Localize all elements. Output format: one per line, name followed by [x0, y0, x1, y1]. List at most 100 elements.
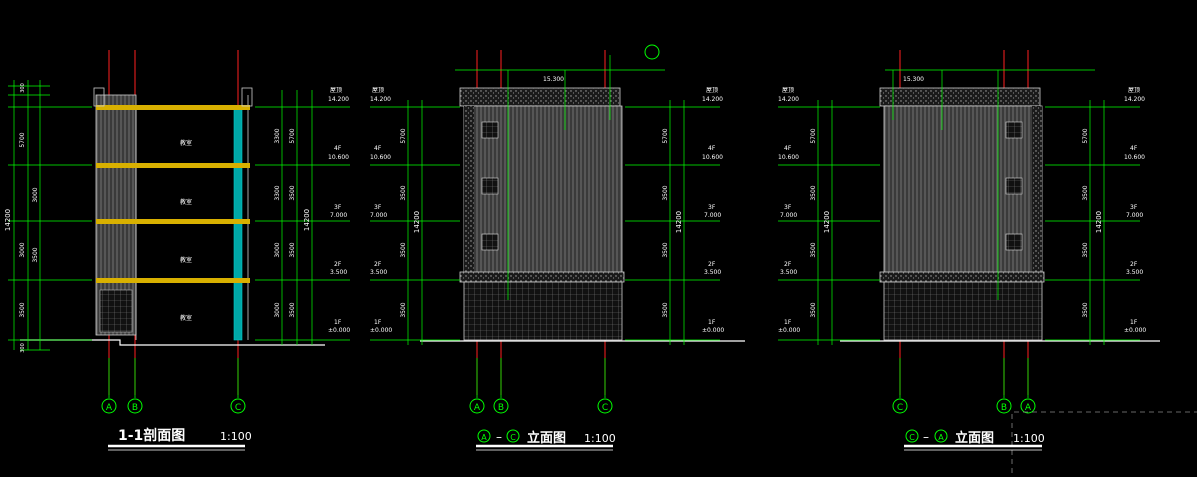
- slab-2f: [96, 278, 250, 283]
- ca-l-2f-name: 2F: [784, 261, 792, 268]
- ca-axis-bubble-a: [1020, 398, 1036, 414]
- ca-title-from: C: [909, 433, 915, 442]
- ac-l-4f-elev: 10.600: [370, 154, 391, 161]
- section-ground-window: [99, 289, 133, 333]
- ac-title-dash: –: [496, 430, 502, 444]
- parapet-left: [93, 87, 105, 107]
- section-total-height: 14200: [4, 209, 12, 231]
- ca-axis-label-a: A: [1025, 403, 1032, 413]
- section-left-dim-4: 3000: [32, 187, 39, 202]
- ca-ground-facade: [883, 281, 1043, 341]
- ca-axis-bubble-b: [996, 398, 1012, 414]
- ca-roof-band: [879, 87, 1041, 107]
- section-level-1f-name: 1F: [334, 319, 342, 326]
- ca-l-roof-name: 屋顶: [782, 87, 794, 94]
- ac-axis-label-c: C: [602, 403, 608, 413]
- ac-right-dim-1: 3500: [662, 302, 669, 317]
- ca-axis-bubble-c: [892, 398, 908, 414]
- ac-left-dim-1: 3500: [400, 302, 407, 317]
- ca-right-dim-3: 3500: [1082, 185, 1089, 200]
- section-left-dimensions: [8, 80, 92, 351]
- ca-right-total: 14200: [1095, 211, 1103, 233]
- ca-right-dim-2: 3500: [1082, 242, 1089, 257]
- ac-title-bubble-to: [506, 429, 520, 443]
- ac-axis-bubble-a: [469, 398, 485, 414]
- section-scale: 1:100: [220, 430, 252, 443]
- ac-mid-band: [459, 271, 625, 283]
- ac-r-1f-name: 1F: [708, 319, 716, 326]
- ac-title-text: 立面图: [527, 430, 566, 446]
- ac-r-roof-name: 屋顶: [706, 87, 718, 94]
- ca-r-1f-elev: ±0.000: [1124, 327, 1146, 334]
- ca-l-1f-name: 1F: [784, 319, 792, 326]
- ca-l-4f-name: 4F: [784, 145, 792, 152]
- room-label-2f: 教室: [180, 256, 192, 264]
- section-level-1f-elev: ±0.000: [328, 327, 350, 334]
- elevation-a-c-view: 15.300 3500 3500 3500 5700 14200 3500 35…: [370, 44, 745, 451]
- section-view: 教室 教室 教室 教室 14200 300 3500 3000 3000 350…: [4, 50, 350, 451]
- ac-l-1f-elev: ±0.000: [370, 327, 392, 334]
- ac-axis-label-a: A: [474, 403, 481, 413]
- ac-left-dim-3: 3500: [400, 185, 407, 200]
- ca-left-dimensions: [778, 100, 880, 345]
- section-right-inner-3: 3300: [274, 185, 281, 200]
- ca-title-to: A: [938, 433, 944, 442]
- ac-right-total: 14200: [675, 211, 683, 233]
- ac-right-dim-2: 3500: [662, 242, 669, 257]
- section-axis-label-a: A: [106, 403, 113, 413]
- ac-right-dim-3: 3500: [662, 185, 669, 200]
- ca-r-2f-name: 2F: [1130, 261, 1138, 268]
- ca-r-roof-elev: 14.200: [1124, 96, 1145, 103]
- section-level-markers: 屋顶 14.200 4F 10.600 3F 7.000 2F 3.500 1F…: [328, 87, 350, 334]
- room-label-3f: 教室: [180, 198, 192, 206]
- ac-detail-callout: [644, 44, 660, 60]
- ac-r-1f-elev: ±0.000: [702, 327, 724, 334]
- section-level-4f-name: 4F: [334, 145, 342, 152]
- ca-l-3f-elev: 7.000: [780, 212, 797, 219]
- section-left-dim-2: 3500: [19, 302, 26, 317]
- section-level-4f-elev: 10.600: [328, 154, 349, 161]
- section-axis-bubble-a: [101, 398, 117, 414]
- ac-axis-bubble-c: [597, 398, 613, 414]
- elevation-c-a-view: 15.300 3500 3500 3500 5700 14200 3500 35…: [778, 50, 1197, 473]
- ca-axis-label-b: B: [1001, 403, 1007, 413]
- ca-axis-bubbles: C B A: [892, 358, 1036, 414]
- ca-l-4f-elev: 10.600: [778, 154, 799, 161]
- ca-r-4f-name: 4F: [1130, 145, 1138, 152]
- ca-r-1f-name: 1F: [1130, 319, 1138, 326]
- section-title: 1-1剖面图: [118, 427, 185, 444]
- ac-l-3f-elev: 7.000: [370, 212, 387, 219]
- ca-axis-label-c: C: [897, 403, 903, 413]
- ac-r-4f-name: 4F: [708, 145, 716, 152]
- ac-title-from: A: [481, 433, 487, 442]
- section-right-inner-2: 3000: [274, 242, 281, 257]
- ca-r-4f-elev: 10.600: [1124, 154, 1145, 161]
- ca-title-bubble-to: [934, 429, 948, 443]
- section-right-inner-4: 3300: [274, 128, 281, 143]
- section-right-inner-1: 3000: [274, 302, 281, 317]
- section-axis-bubble-c: [230, 398, 246, 414]
- ca-r-3f-name: 3F: [1130, 204, 1138, 211]
- ca-l-roof-elev: 14.200: [778, 96, 799, 103]
- ca-l-2f-elev: 3.500: [780, 269, 797, 276]
- section-axis-bubbles: A B C: [101, 358, 246, 414]
- section-level-roof-elev: 14.200: [328, 96, 349, 103]
- ac-l-3f-name: 3F: [374, 204, 382, 211]
- ca-level-markers-right: 屋顶 14.200 4F 10.600 3F 7.000 2F 3.500 1F…: [1124, 87, 1146, 334]
- slab-3f: [96, 219, 250, 224]
- ca-r-roof-name: 屋顶: [1128, 87, 1140, 94]
- section-level-2f-name: 2F: [334, 261, 342, 268]
- ca-r-3f-elev: 7.000: [1126, 212, 1143, 219]
- ca-leaders: [885, 69, 1095, 300]
- section-axis-label-b: B: [132, 403, 138, 413]
- section-level-roof-name: 屋顶: [330, 87, 342, 94]
- room-label-4f: 教室: [180, 139, 192, 147]
- ac-leaders: [455, 55, 665, 300]
- ca-title-text: 立面图: [955, 430, 994, 446]
- ac-r-2f-elev: 3.500: [704, 269, 721, 276]
- ac-l-2f-name: 2F: [374, 261, 382, 268]
- ac-r-2f-name: 2F: [708, 261, 716, 268]
- section-axis-bubble-b: [127, 398, 143, 414]
- section-right-outer-2: 3500: [289, 242, 296, 257]
